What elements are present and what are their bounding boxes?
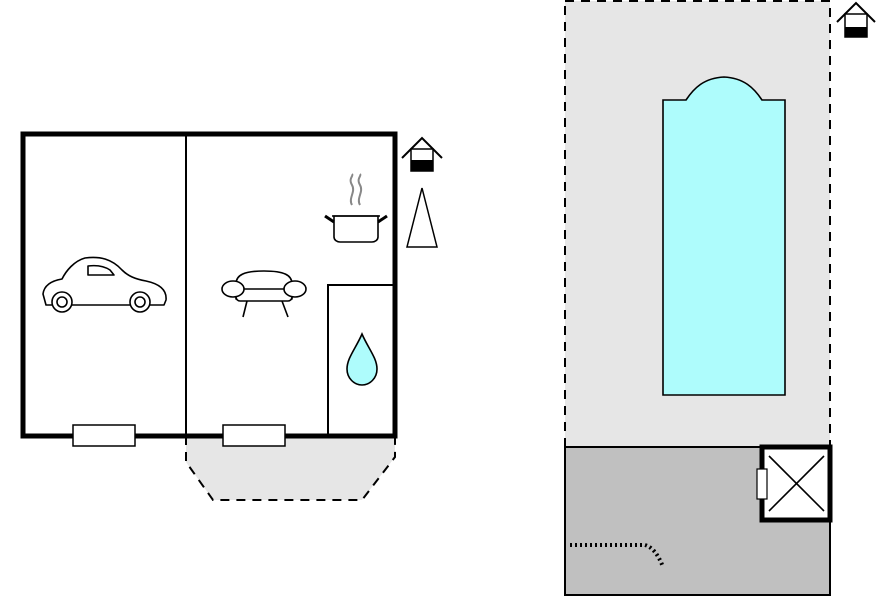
window: [222, 424, 286, 447]
house-icon: [401, 136, 443, 172]
path-marking: [570, 543, 665, 568]
sofa-icon: [221, 270, 307, 318]
terrace: [185, 435, 396, 501]
building: [20, 131, 443, 501]
water-drop-icon: [346, 331, 378, 386]
stair-door: [756, 468, 768, 500]
window: [72, 424, 136, 447]
swimming-pool: [662, 76, 786, 396]
steam-icon: [349, 173, 355, 206]
car-icon: [42, 256, 167, 313]
house-icon: [836, 1, 876, 38]
garden: [564, 0, 876, 596]
north-arrow-icon: [406, 187, 438, 248]
cooking-pot-icon: [324, 173, 388, 243]
